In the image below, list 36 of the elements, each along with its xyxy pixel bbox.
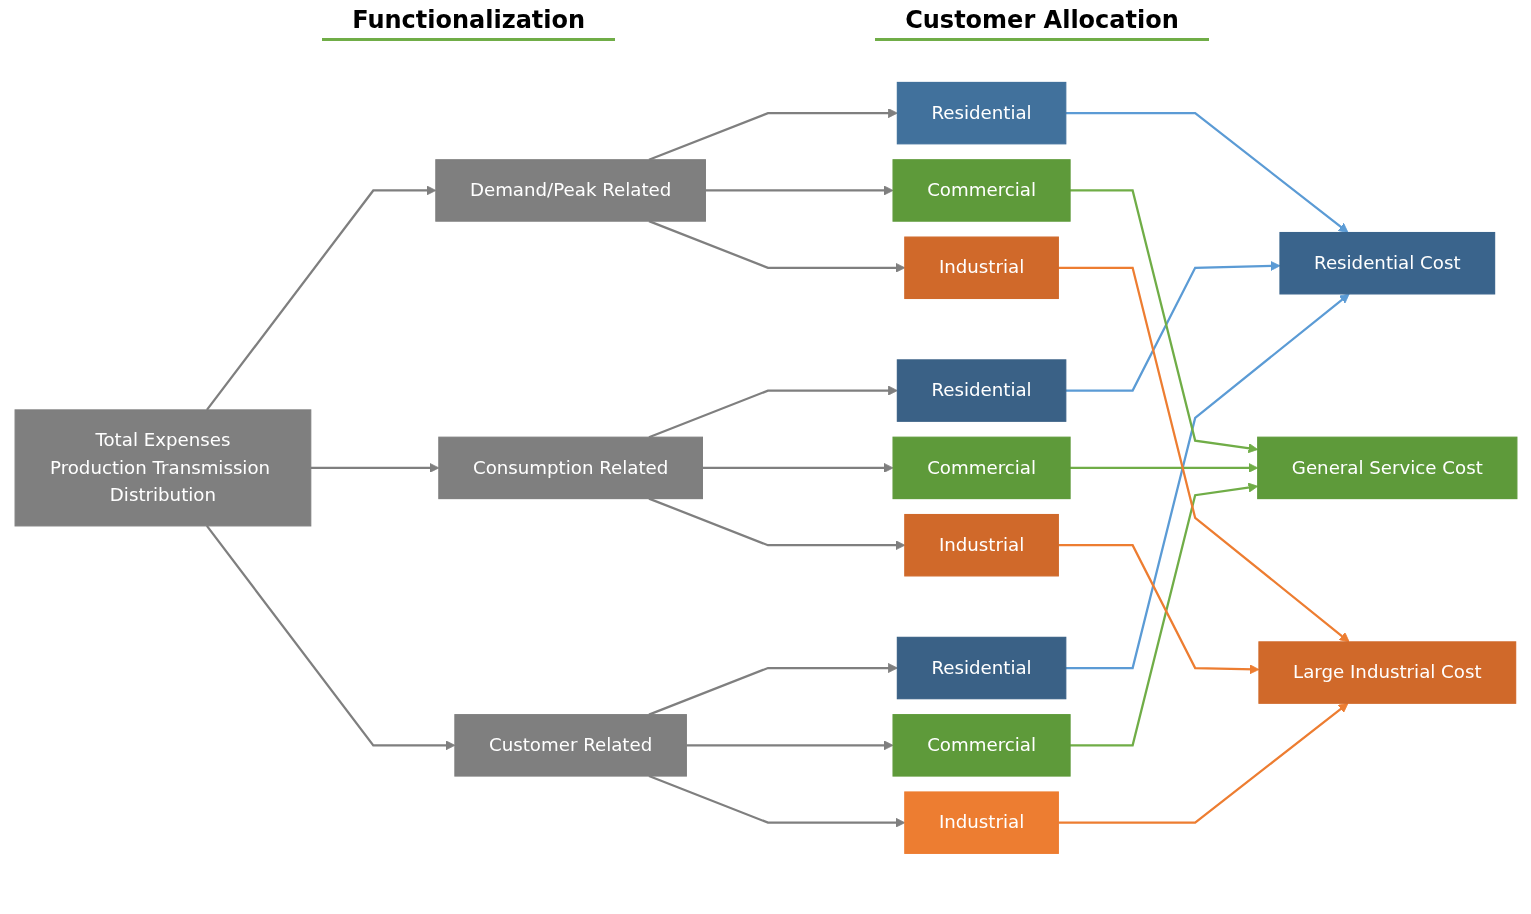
node-box: Industrial: [903, 236, 1059, 300]
arrow: [1057, 702, 1348, 824]
node-box: Commercial: [891, 714, 1071, 777]
node-box: Total Expenses Production Transmission Distribution: [14, 409, 311, 527]
arrow: [648, 220, 905, 273]
arrow: [1069, 463, 1258, 473]
node-box: Commercial: [891, 159, 1071, 222]
arrow: [1057, 544, 1259, 675]
arrow: [205, 185, 436, 411]
arrow: [648, 775, 905, 828]
arrow: [701, 463, 893, 473]
column-heading: Functionalization: [322, 6, 616, 41]
arrow: [648, 497, 905, 551]
node-box: Commercial: [891, 436, 1071, 500]
arrow: [1065, 293, 1350, 670]
node-box: Residential: [896, 636, 1066, 700]
node-box: Demand/Peak Related: [434, 159, 706, 222]
node-box: Industrial: [903, 791, 1059, 855]
arrow: [1057, 266, 1350, 643]
arrow: [1065, 112, 1348, 234]
arrow: [1065, 261, 1280, 392]
arrow: [1069, 482, 1258, 747]
node-box: Residential: [896, 359, 1066, 422]
node-box: Consumption Related: [437, 436, 703, 500]
arrow: [1069, 189, 1258, 454]
column-heading: Customer Allocation: [875, 6, 1209, 41]
node-box: General Service Cost: [1256, 436, 1517, 500]
node-box: Industrial: [903, 514, 1059, 577]
node-box: Customer Related: [453, 714, 687, 777]
arrow: [704, 185, 893, 196]
node-box: Residential Cost: [1278, 232, 1495, 295]
arrow: [310, 463, 439, 473]
arrow: [205, 525, 455, 751]
node-box: Residential: [896, 81, 1066, 145]
node-box: Large Industrial Cost: [1257, 641, 1516, 704]
arrow: [685, 740, 893, 751]
